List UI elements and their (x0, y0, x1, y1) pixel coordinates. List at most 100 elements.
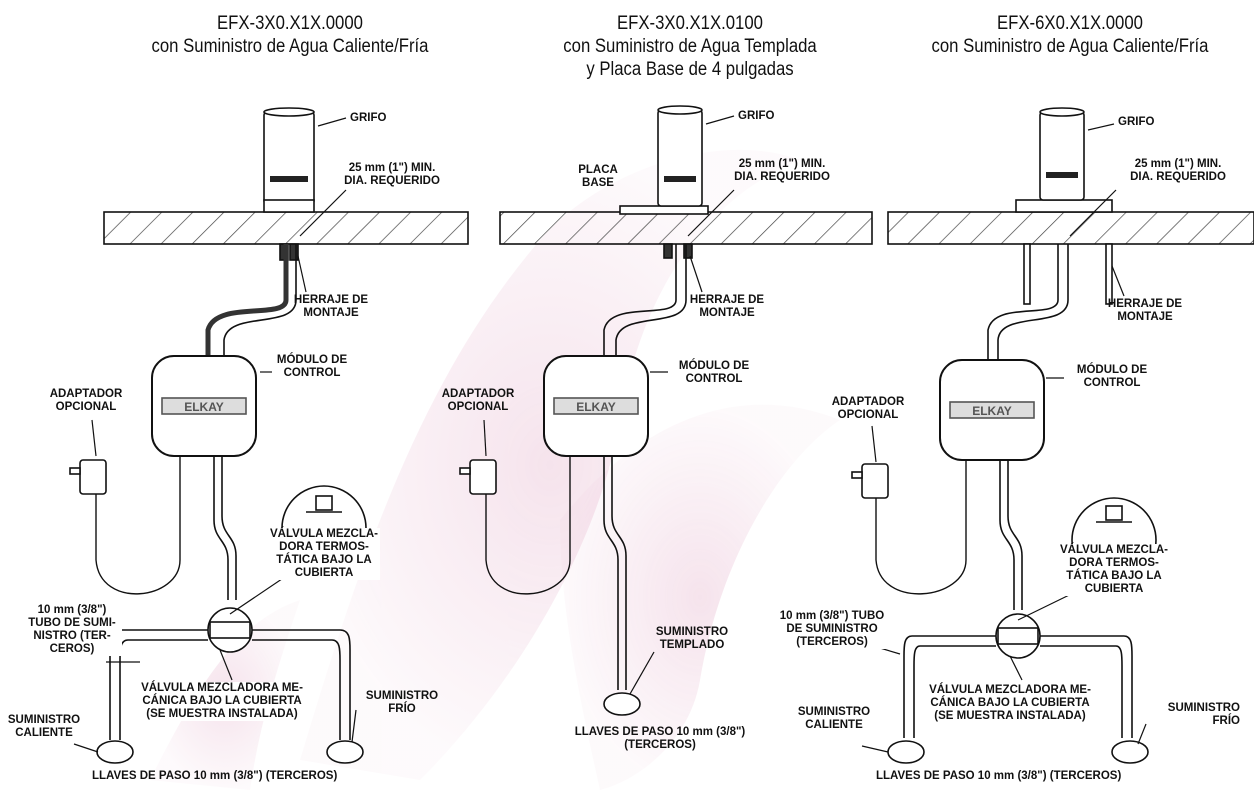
p1-tubo-line-1: 10 mm (3/8") (37, 604, 107, 616)
p2-herraje-line-1: HERRAJE DE (689, 294, 765, 306)
p3-valvula-termo-label: VÁLVULA MEZCLA- DORA TERMOS- TÁTICA BAJO… (1058, 544, 1170, 596)
p2-placa-line-1: PLACA (578, 164, 618, 176)
p3-tubo-line-3: (TERCEROS) (796, 636, 868, 648)
p1-valvula-termo-line-1: VÁLVULA MEZCLA- (270, 528, 378, 540)
p1-llaves-label: LLAVES DE PASO 10 mm (3/8") (TERCEROS) (92, 770, 338, 782)
p2-grifo-label: GRIFO (738, 110, 775, 122)
p3-adaptador-line-2: OPCIONAL (837, 409, 899, 421)
p1-herraje-line-1: HERRAJE DE (293, 294, 369, 306)
p3-tubo-line-2: DE SUMINISTRO (786, 623, 878, 635)
counter-top (887, 211, 1254, 245)
panel-2-title-line-3: y Placa Base de 4 pulgadas (586, 59, 794, 80)
p3-dia-label: 25 mm (1") MIN. DIA. REQUERIDO (1108, 158, 1248, 184)
p2-templado-line-2: TEMPLADO (659, 639, 725, 651)
counter-top (499, 211, 873, 245)
p3-caliente-line-1: SUMINISTRO (797, 706, 871, 718)
adapter-cord (875, 460, 967, 595)
adapter-cord (485, 456, 571, 595)
panel-2-drawing: ELKAY (459, 105, 873, 716)
adapter (79, 459, 107, 495)
adapter (469, 459, 497, 495)
p2-dia-line-1: 25 mm (1") MIN. (738, 158, 826, 170)
p1-valvula-termo-label: VÁLVULA MEZCLA- DORA TERMOS- TÁTICA BAJO… (268, 528, 380, 580)
panel-1-drawing: ELKAY (69, 107, 469, 764)
p2-herraje-line-2: MONTAJE (699, 307, 755, 319)
p1-valvula-mec-line-1: VÁLVULA MEZCLADORA ME- (141, 682, 303, 694)
p3-llaves-label: LLAVES DE PASO 10 mm (3/8") (TERCEROS) (876, 770, 1122, 782)
adapter (861, 463, 889, 499)
p2-dia-line-2: DIA. REQUERIDO (734, 171, 830, 183)
faucet-body (1039, 111, 1085, 201)
p1-modulo-label: MÓDULO DE CONTROL (262, 354, 362, 380)
p3-valvula-termo-line-2: DORA TERMOS- (1069, 557, 1159, 569)
p3-frio-label: SUMINISTRO FRÍO (1156, 702, 1240, 728)
p1-modulo-line-2: CONTROL (283, 367, 341, 379)
p3-valvula-mec-line-3: (SE MUESTRA INSTALADA) (934, 710, 1086, 722)
svg-text:ELKAY: ELKAY (972, 404, 1012, 418)
p1-adaptador-line-1: ADAPTADOR (49, 388, 123, 400)
p1-modulo-line-1: MÓDULO DE (276, 354, 348, 366)
p2-modulo-line-2: CONTROL (685, 373, 743, 385)
p2-llaves-line-1: LLAVES DE PASO 10 mm (3/8") (574, 726, 746, 738)
panel-1-title-line-1: EFX-3X0.X1X.0000 (217, 13, 363, 34)
p2-adaptador-label: ADAPTADOR OPCIONAL (428, 388, 528, 414)
p3-dia-line-2: DIA. REQUERIDO (1130, 171, 1226, 183)
faucet-body (657, 109, 703, 207)
panel-3-title-line-1: EFX-6X0.X1X.0000 (997, 13, 1143, 34)
p1-frio-line-2: FRÍO (388, 703, 416, 715)
p2-modulo-line-1: MÓDULO DE (678, 360, 750, 372)
p3-caliente-line-2: CALIENTE (805, 719, 863, 731)
panel-1-title-line-2: con Suministro de Agua Caliente/Fría (151, 36, 429, 57)
p1-tubo-line-2: TUBO DE SUMI- (28, 617, 116, 629)
p1-tubo-label: 10 mm (3/8") TUBO DE SUMI- NISTRO (TER- … (22, 604, 122, 656)
p3-caliente-label: SUMINISTRO CALIENTE (792, 706, 876, 732)
panel-2-title-line-1: EFX-3X0.X1X.0100 (617, 13, 763, 34)
p3-valvula-termo-line-3: TÁTICA BAJO LA (1066, 570, 1162, 582)
p1-dia-line-2: DIA. REQUERIDO (344, 175, 440, 187)
p3-valvula-mec-line-1: VÁLVULA MEZCLADORA ME- (929, 684, 1091, 696)
p3-frio-line-1: SUMINISTRO (1167, 702, 1240, 714)
adapter-cord (95, 456, 181, 595)
p3-modulo-line-2: CONTROL (1083, 377, 1141, 389)
p1-caliente-line-2: CALIENTE (15, 727, 73, 739)
p2-placa-line-2: BASE (582, 177, 614, 189)
panel-3-drawing: ELKAY (851, 107, 1254, 764)
p1-adaptador-line-2: OPCIONAL (55, 401, 117, 413)
p2-adaptador-line-2: OPCIONAL (447, 401, 509, 413)
p2-dia-label: 25 mm (1") MIN. DIA. REQUERIDO (712, 158, 852, 184)
p3-valvula-mec-line-2: CÁNICA BAJO LA CUBIERTA (930, 697, 1090, 709)
p1-tubo-line-4: CEROS) (49, 643, 95, 655)
panel-3-title-line-2: con Suministro de Agua Caliente/Fría (931, 36, 1209, 57)
p1-valvula-termo-line-4: CUBIERTA (294, 567, 354, 579)
p3-adaptador-line-1: ADAPTADOR (831, 396, 905, 408)
p2-llaves-label: LLAVES DE PASO 10 mm (3/8") (TERCEROS) (560, 726, 760, 752)
p3-dia-line-1: 25 mm (1") MIN. (1134, 158, 1222, 170)
p1-valvula-termo-line-3: TÁTICA BAJO LA (276, 554, 372, 566)
p1-frio-label: SUMINISTRO FRÍO (360, 690, 444, 716)
p2-adaptador-line-1: ADAPTADOR (441, 388, 515, 400)
p2-modulo-label: MÓDULO DE CONTROL (664, 360, 764, 386)
p2-templado-label: SUMINISTRO TEMPLADO (644, 626, 740, 652)
p1-valvula-mec-label: VÁLVULA MEZCLADORA ME- CÁNICA BAJO LA CU… (132, 682, 312, 721)
p3-valvula-mec-label: VÁLVULA MEZCLADORA ME- CÁNICA BAJO LA CU… (920, 684, 1100, 723)
p3-valvula-termo-line-1: VÁLVULA MEZCLA- (1060, 544, 1168, 556)
p1-grifo-label: GRIFO (350, 112, 387, 124)
base-plate (619, 205, 709, 215)
p3-tubo-line-1: 10 mm (3/8") TUBO (779, 610, 885, 622)
p1-caliente-label: SUMINISTRO CALIENTE (2, 714, 86, 740)
p2-llaves-line-2: (TERCEROS) (624, 739, 696, 751)
p2-placa-label: PLACA BASE (570, 164, 626, 190)
panel-1-title: EFX-3X0.X1X.0000 con Suministro de Agua … (140, 12, 439, 58)
svg-text:ELKAY: ELKAY (184, 400, 224, 414)
p1-valvula-mec-line-3: (SE MUESTRA INSTALADA) (146, 708, 298, 720)
p3-herraje-label: HERRAJE DE MONTAJE (1090, 298, 1200, 324)
p1-adaptador-label: ADAPTADOR OPCIONAL (36, 388, 136, 414)
p1-valvula-termo-line-2: DORA TERMOS- (279, 541, 369, 553)
counter-top (103, 211, 469, 245)
p1-herraje-label: HERRAJE DE MONTAJE (276, 294, 386, 320)
leader-lines (73, 115, 1147, 753)
panel-2-title: EFX-3X0.X1X.0100 con Suministro de Agua … (540, 12, 839, 81)
p3-adaptador-label: ADAPTADOR OPCIONAL (818, 396, 918, 422)
p3-tubo-label: 10 mm (3/8") TUBO DE SUMINISTRO (TERCERO… (772, 610, 892, 649)
